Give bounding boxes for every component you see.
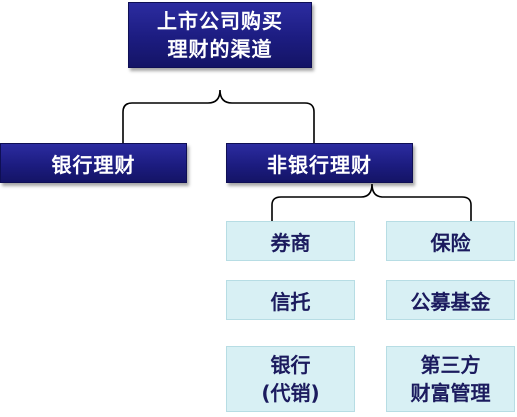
root-node: 上市公司购买 理财的渠道 (128, 2, 312, 68)
third-party-wealth-node: 第三方 财富管理 (386, 346, 515, 412)
root-brace (122, 89, 315, 144)
third-party-line1: 第三方 (420, 353, 481, 377)
bank-finance-node: 银行理财 (0, 143, 187, 183)
third-party-line2: 财富管理 (410, 381, 491, 405)
bank-finance-label: 银行理财 (51, 152, 136, 177)
securities-label: 券商 (270, 230, 311, 255)
bank-agency-node: 银行 (代销) (226, 346, 355, 412)
bank-agency-line2: (代销) (261, 381, 320, 405)
bank-agency-line1: 银行 (270, 353, 311, 377)
insurance-node: 保险 (386, 221, 515, 261)
public-fund-node: 公募基金 (386, 280, 515, 320)
trust-label: 信托 (270, 289, 311, 314)
securities-node: 券商 (226, 221, 355, 261)
root-title-line1: 上市公司购买 (157, 9, 283, 33)
trust-node: 信托 (226, 280, 355, 320)
insurance-label: 保险 (430, 230, 471, 255)
nonbank-finance-label: 非银行理财 (267, 152, 372, 177)
root-title-line2: 理财的渠道 (167, 37, 273, 61)
public-fund-label: 公募基金 (410, 289, 491, 314)
nonbank-finance-node: 非银行理财 (226, 143, 413, 183)
nonbank-brace (271, 183, 472, 222)
